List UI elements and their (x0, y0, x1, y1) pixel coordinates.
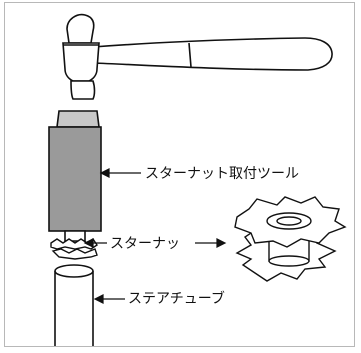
hammer-head-neck (62, 42, 100, 82)
star-nut-bottom (51, 248, 98, 260)
star-nut-installation-diagram (48, 13, 347, 346)
tube-body (54, 271, 94, 346)
arrow-nut-right-head (216, 238, 227, 248)
star-nut (50, 238, 98, 260)
arrow-tool-head (99, 168, 110, 178)
hammer-face (70, 80, 96, 100)
handle-grip-seam (188, 42, 192, 68)
arrow-nut-left-head (83, 238, 94, 248)
tube-top (54, 264, 94, 278)
arrow-tube-head (93, 294, 104, 304)
hammer-icon (62, 13, 333, 100)
enlarged-bottom-rim (268, 255, 310, 267)
label-steerer-tube: ステアチューブ (128, 291, 225, 307)
enlarged-hole-inner (276, 216, 302, 226)
hammer-handle (92, 37, 333, 71)
arrows (83, 168, 227, 304)
label-star-nut: スターナッ (110, 236, 180, 252)
label-installation-tool: スターナット取付ツール (145, 166, 299, 182)
star-nut-top (50, 238, 98, 250)
hammer-head-top (66, 13, 95, 44)
steerer-tube (54, 264, 94, 346)
star-nut-installation-tool (48, 110, 102, 242)
tool-cap (56, 110, 100, 128)
diagram-frame: スターナット取付ツール スターナッ ステアチューブ (4, 2, 355, 347)
tool-body (48, 126, 102, 232)
star-nut-enlarged (234, 196, 347, 282)
